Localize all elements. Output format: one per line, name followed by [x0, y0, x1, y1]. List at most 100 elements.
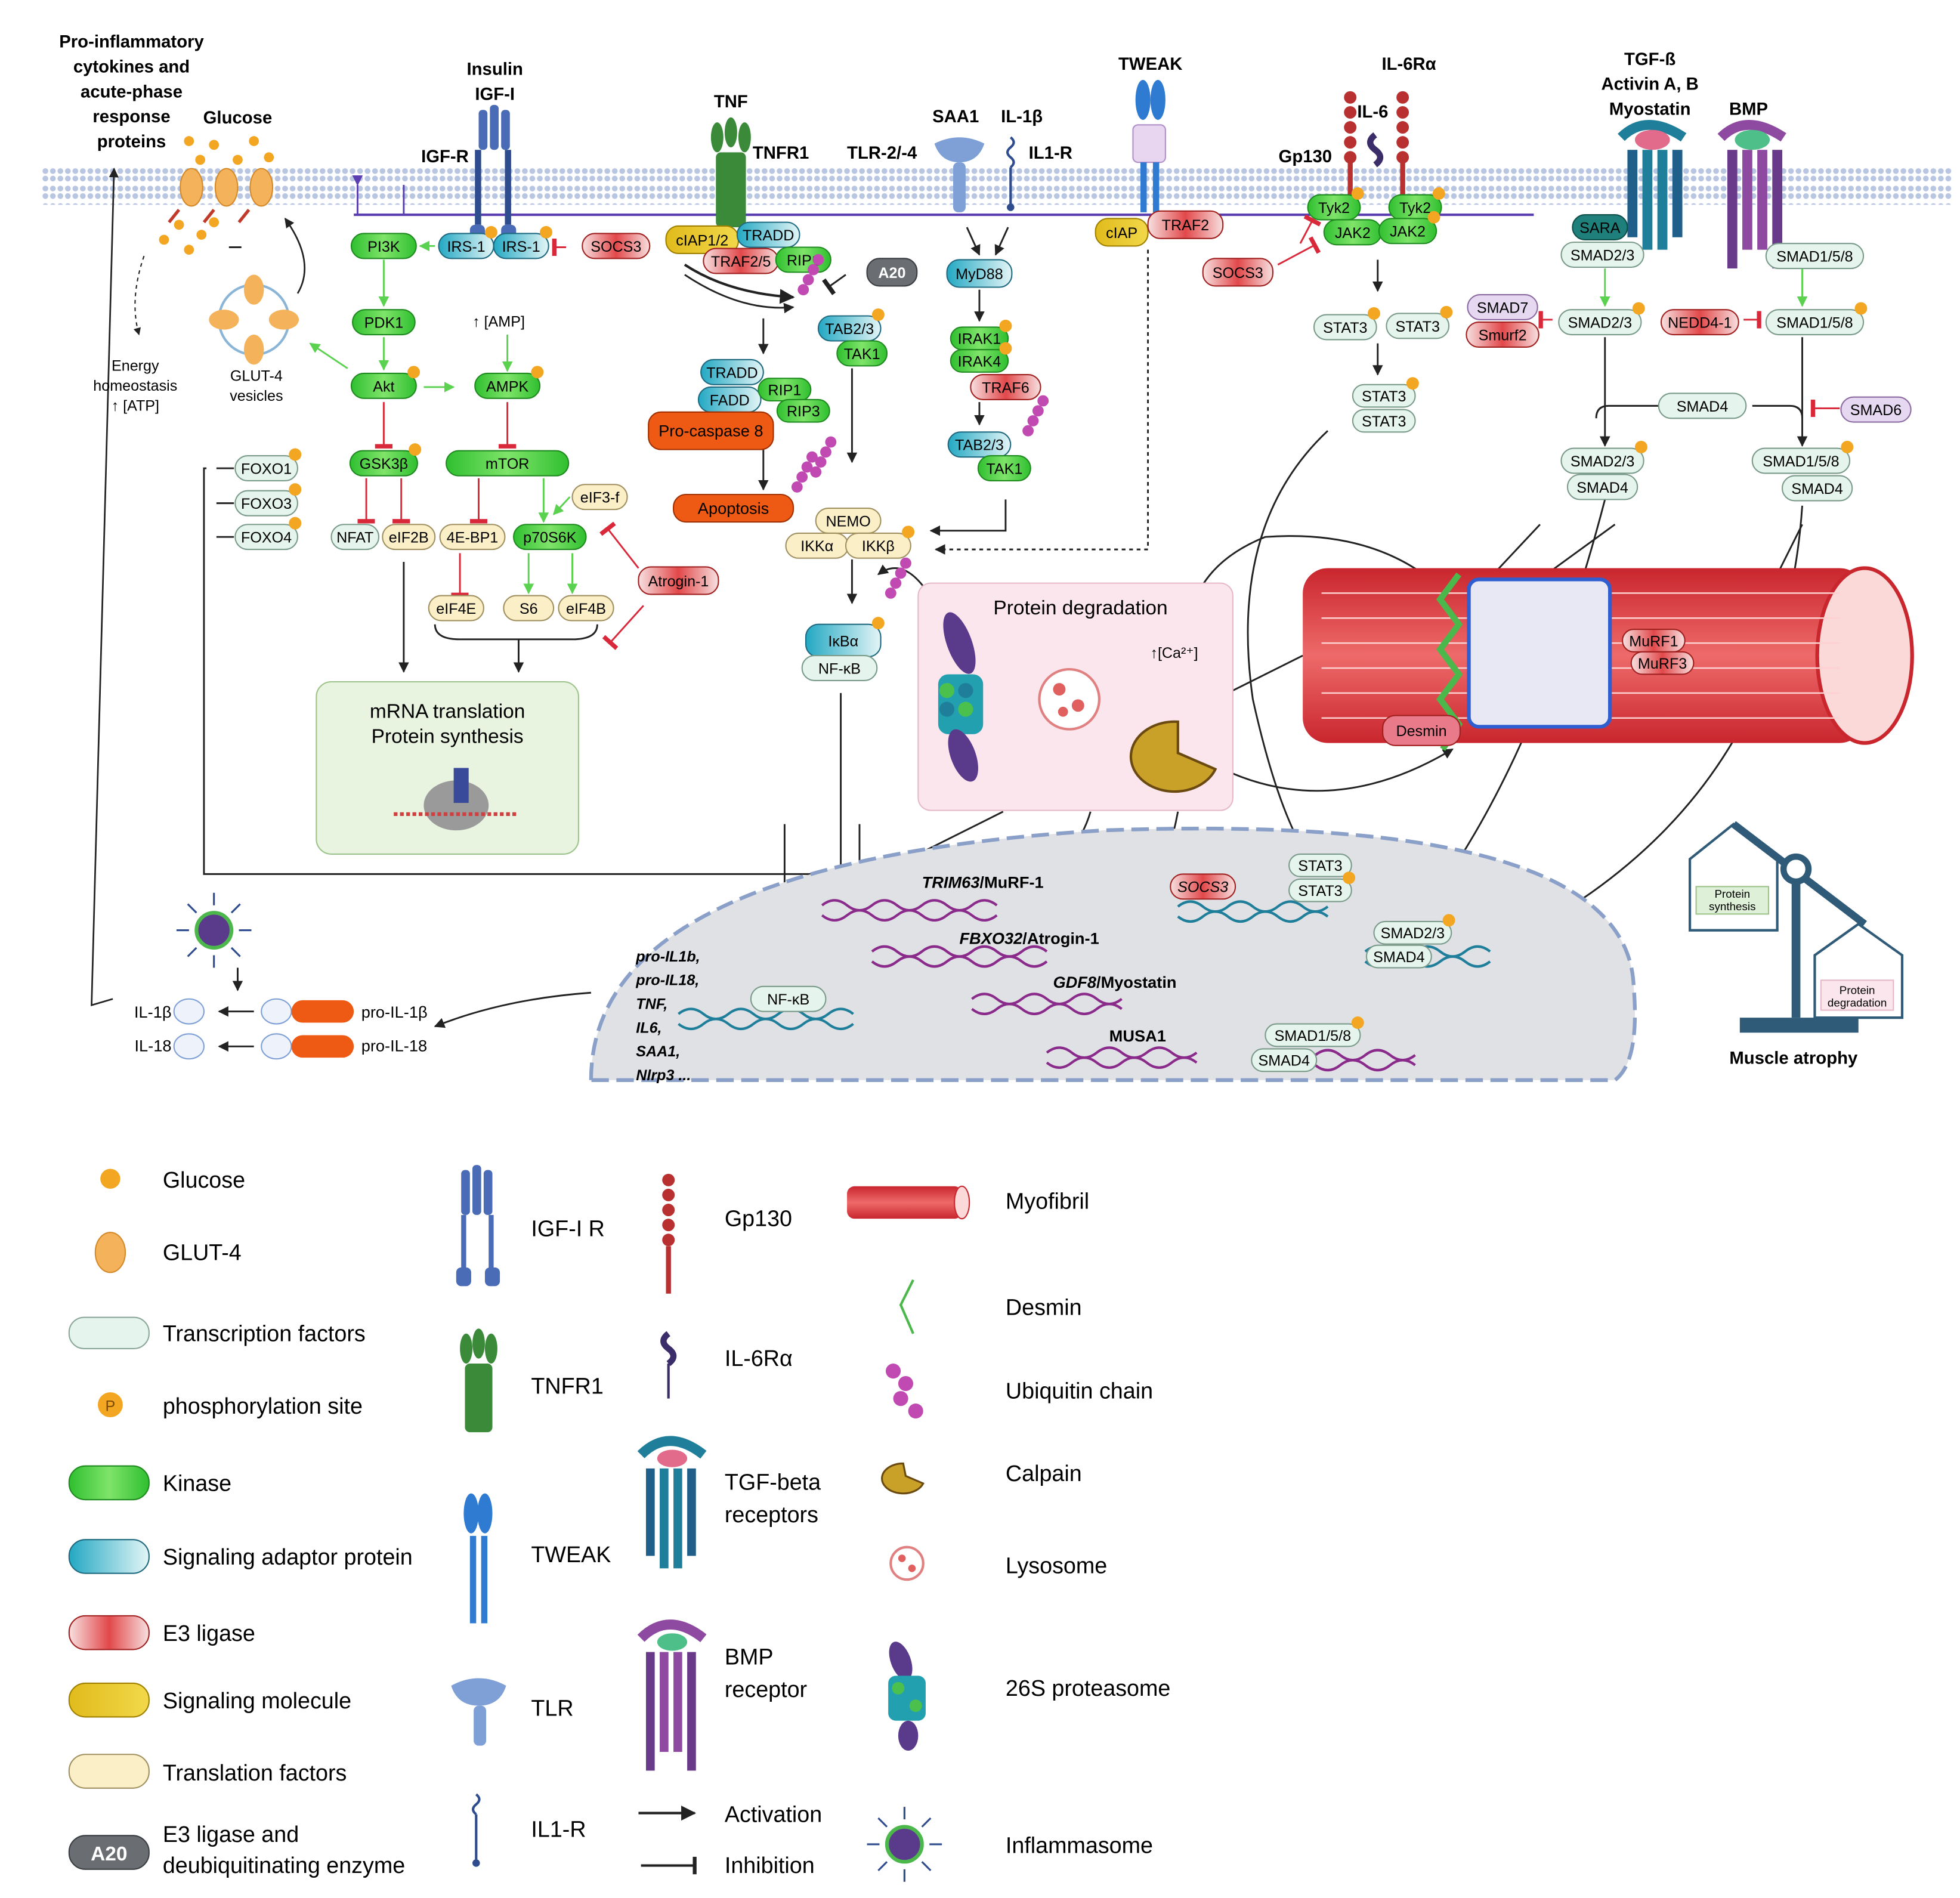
amp-label: ↑ [AMP]: [472, 313, 525, 330]
tnfr1-label: TNFR1: [753, 143, 809, 163]
protein-synthesis-box: mRNA translation Protein synthesis: [316, 681, 580, 855]
svg-text:homeostasis: homeostasis: [93, 378, 177, 394]
murf1-label: MuRF1: [1629, 633, 1678, 650]
p70s6k-node: p70S6K: [513, 524, 587, 551]
foxo4-label: FOXO4: [241, 530, 292, 546]
smad158c-node: SMAD1/5/8: [1751, 440, 1854, 474]
ikka-label: IKKα: [800, 538, 833, 555]
legend-il6ra-icon: [660, 1331, 677, 1399]
stat3a-node: STAT3: [1313, 307, 1380, 341]
smad158d-label: SMAD1/5/8: [1275, 1028, 1351, 1044]
saa1-label: SAA1: [932, 107, 979, 126]
legend-desmin-label: Desmin: [1006, 1294, 1082, 1319]
phospho-site-icon: [409, 443, 422, 456]
bmp-label: BMP: [1729, 100, 1768, 119]
legend-tnfr1-icon: [460, 1328, 497, 1433]
rip3-node: RIP3: [776, 398, 830, 423]
smad4d-node: SMAD4: [1365, 944, 1432, 969]
legend-signaling-label: Signaling molecule: [163, 1688, 351, 1713]
legend-p-text: P: [106, 1398, 116, 1415]
tyk2b-node: Tyk2: [1388, 187, 1445, 221]
s6-node: S6: [503, 595, 555, 622]
svg-text:vesicles: vesicles: [230, 388, 283, 404]
ubiquitin-icon: [810, 466, 822, 478]
myd88-label: MyD88: [956, 266, 1003, 283]
igf1-label: IGF-I: [475, 84, 515, 104]
legend-calpain-icon: [881, 1462, 925, 1495]
tak1b-node: TAK1: [977, 455, 1031, 482]
fbxo32-gene: FBXO32: [959, 929, 1022, 948]
eif4e-node: eIF4E: [428, 595, 484, 622]
ubiquitin-icon: [885, 587, 896, 599]
stat3f-label: STAT3: [1298, 883, 1342, 899]
smad4b-node: SMAD4: [1566, 474, 1639, 500]
gsk3b-node: GSK3β: [349, 443, 422, 477]
ubiquitin-icon: [1032, 405, 1044, 417]
legend-proteasome-icon: [888, 1642, 926, 1751]
eif3f-node: eIF3-f: [571, 484, 628, 511]
nfat-node: NFAT: [330, 524, 380, 551]
tak1a-node: TAK1: [836, 340, 888, 367]
smad158a-node: SMAD1/5/8: [1765, 243, 1865, 270]
smad23b-node: SMAD2/3: [1558, 302, 1645, 336]
smad158a-label: SMAD1/5/8: [1776, 249, 1853, 265]
svg-text:TRIM63/MuRF-1: TRIM63/MuRF-1: [922, 873, 1044, 891]
ubiquitin-icon: [808, 264, 819, 276]
svg-text:response: response: [92, 107, 170, 126]
legend-il1r-label: IL1-R: [531, 1816, 586, 1841]
smad4c-label: SMAD4: [1791, 481, 1843, 497]
svg-text:Energy: Energy: [112, 358, 159, 375]
energy-label: Energy homeostasis ↑ [ATP]: [93, 358, 177, 415]
legend-igf-icon: [456, 1165, 500, 1287]
phospho-site-icon: [1427, 211, 1440, 224]
akt-label: Akt: [373, 378, 394, 395]
il6-label: IL-6: [1357, 102, 1388, 122]
legend-adaptor-icon: [68, 1539, 150, 1574]
phospho-site-icon: [1854, 302, 1868, 315]
phospho-site-icon: [1343, 871, 1356, 885]
glut4-vesicles-label: GLUT-4 vesicles: [230, 367, 283, 404]
smad23c-label: SMAD2/3: [1571, 453, 1634, 470]
legend-ubiquitin-label: Ubiquitin chain: [1006, 1378, 1153, 1404]
glucose-label: Glucose: [203, 108, 273, 128]
nucleus: [589, 826, 1637, 1082]
legend-desmin-icon: [899, 1279, 914, 1334]
tlr-label: TLR-2/-4: [847, 143, 917, 163]
svg-text:Pro-inflammatory: Pro-inflammatory: [59, 32, 204, 52]
smad23d-node: SMAD2/3: [1373, 914, 1455, 945]
socs3-top-label: SOCS3: [591, 239, 641, 255]
tradd-label: TRADD: [743, 227, 794, 244]
rip1b-node: RIP1: [758, 378, 812, 402]
procasp8-label: Pro-caspase 8: [659, 422, 763, 440]
ubiquitin-icon: [1022, 425, 1034, 437]
smad4e-node: SMAD4: [1251, 1048, 1318, 1072]
irs1a-label: IRS-1: [447, 239, 485, 255]
legend-myofibril-label: Myofibril: [1006, 1188, 1089, 1213]
legend-tweak-label: TWEAK: [531, 1542, 611, 1567]
ikba-node: IκBα: [805, 617, 885, 658]
murf3-node: MuRF3: [1630, 651, 1695, 675]
ribosome-icon: [394, 768, 517, 831]
ubiquitin-icon: [791, 481, 803, 493]
cytokine-release-arrow: [91, 167, 119, 1007]
traf25-label: TRAF2/5: [711, 254, 771, 270]
phospho-site-icon: [1841, 440, 1854, 453]
stat3b-node: STAT3: [1386, 305, 1453, 339]
phospho-site-icon: [1440, 305, 1453, 319]
ubiquitin-icon: [815, 456, 827, 468]
nedd41-label: NEDD4-1: [1668, 315, 1732, 332]
eif4b-label: eIF4B: [566, 601, 606, 617]
ikkb-node: IKKβ: [845, 525, 915, 559]
tab23a-label: TAB2/3: [825, 321, 874, 338]
legend-e3-icon: [68, 1615, 150, 1650]
insulin-label: Insulin: [467, 60, 523, 79]
atrogin-node: Atrogin-1: [638, 566, 719, 595]
phospho-site-icon: [871, 308, 885, 322]
il1b-small-label: IL-1β: [134, 1003, 172, 1021]
proinflammatory-label: Pro-inflammatory cytokines and acute-pha…: [59, 32, 204, 152]
legend-tnfr1-label: TNFR1: [531, 1373, 603, 1398]
svg-text:↑ [ATP]: ↑ [ATP]: [112, 398, 159, 415]
phospho-site-icon: [1351, 1016, 1364, 1029]
